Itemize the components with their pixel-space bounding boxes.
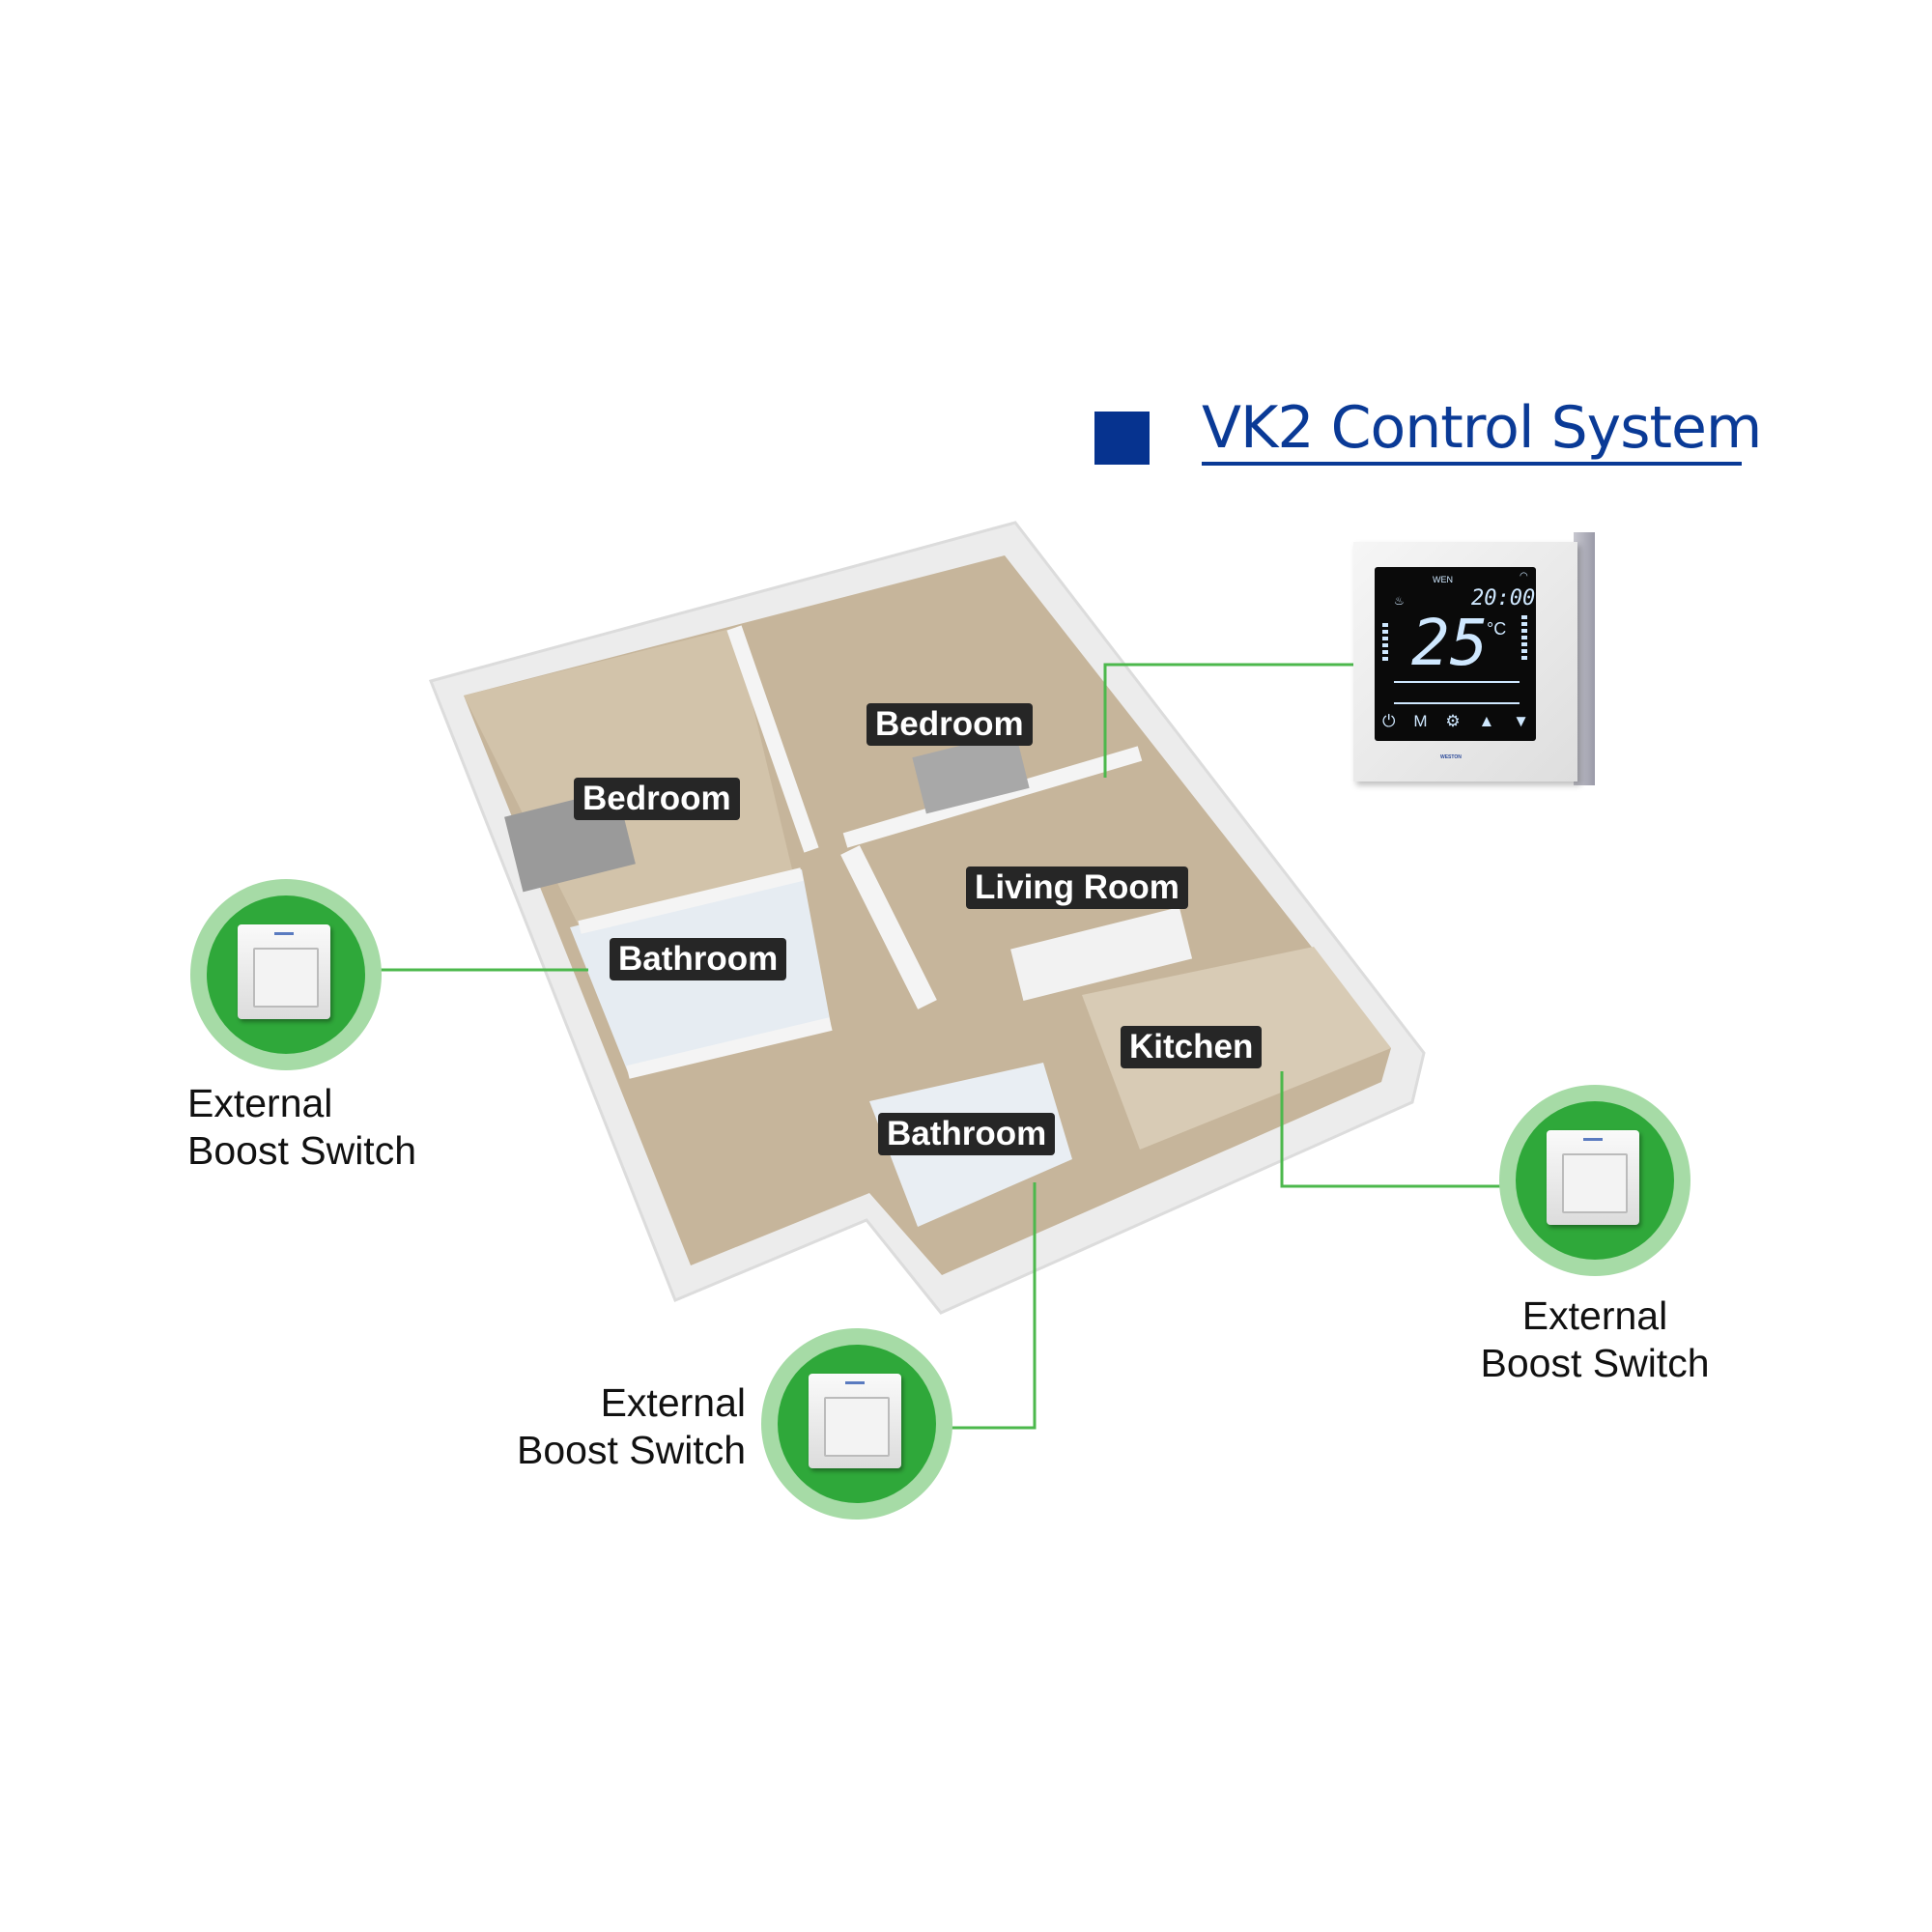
bed xyxy=(912,731,1030,814)
connector-line xyxy=(944,1182,1037,1430)
day-label: WEN xyxy=(1433,575,1453,584)
down-button[interactable]: ▼ xyxy=(1513,712,1529,730)
time-display: 20:00 xyxy=(1471,586,1536,611)
label-line: External xyxy=(187,1081,333,1125)
room-label-bedroom: Bedroom xyxy=(867,703,1033,746)
unit-label: °C xyxy=(1487,619,1507,639)
sofa xyxy=(1010,907,1193,1001)
thermostat-side xyxy=(1574,532,1595,785)
thermostat-display: WEN ◠ ♨ 20:00 25 °C ⏻ M ⚙ ▲ ▼ xyxy=(1375,567,1536,741)
connector-line xyxy=(1280,1071,1509,1188)
wifi-icon: ◠ xyxy=(1520,571,1528,582)
boost-switch[interactable] xyxy=(1499,1085,1690,1276)
inner-wall xyxy=(840,845,937,1009)
room-label-bedroom: Bedroom xyxy=(574,778,740,820)
page-title: VK2 Control System xyxy=(1202,394,1762,462)
brand-logo: WESTON xyxy=(1440,754,1462,760)
divider xyxy=(1394,681,1520,683)
settings-button[interactable]: ⚙ xyxy=(1445,712,1461,730)
room-label-living-room: Living Room xyxy=(966,867,1188,909)
power-button[interactable]: ⏻ xyxy=(1382,712,1396,730)
room-label-bathroom: Bathroom xyxy=(610,938,787,980)
thermostat: WEN ◠ ♨ 20:00 25 °C ⏻ M ⚙ ▲ ▼ WESTON xyxy=(1353,523,1616,789)
label-line: Boost Switch xyxy=(1480,1341,1710,1385)
inner-wall xyxy=(578,867,804,934)
label-line: Boost Switch xyxy=(187,1128,416,1173)
room-label-bathroom: Bathroom xyxy=(878,1113,1056,1155)
boost-switch[interactable] xyxy=(761,1328,952,1520)
flame-icon: ♨ xyxy=(1394,594,1405,608)
inner-wall xyxy=(626,1017,833,1079)
connector-line xyxy=(1103,663,1353,778)
divider xyxy=(1394,702,1520,704)
temperature-display: 25 xyxy=(1411,606,1489,680)
room-label-kitchen: Kitchen xyxy=(1121,1026,1263,1068)
level-bar-left xyxy=(1382,623,1388,662)
label-line: Boost Switch xyxy=(517,1428,746,1472)
inner-wall xyxy=(726,625,819,853)
level-bar-right xyxy=(1521,615,1527,662)
boost-switch[interactable] xyxy=(190,879,382,1070)
title-underline xyxy=(1202,462,1742,466)
label-line: External xyxy=(1521,1293,1668,1338)
title-square-icon xyxy=(1094,412,1150,465)
up-button[interactable]: ▲ xyxy=(1478,712,1495,730)
mode-button[interactable]: M xyxy=(1413,712,1428,730)
label-line: External xyxy=(600,1380,746,1425)
